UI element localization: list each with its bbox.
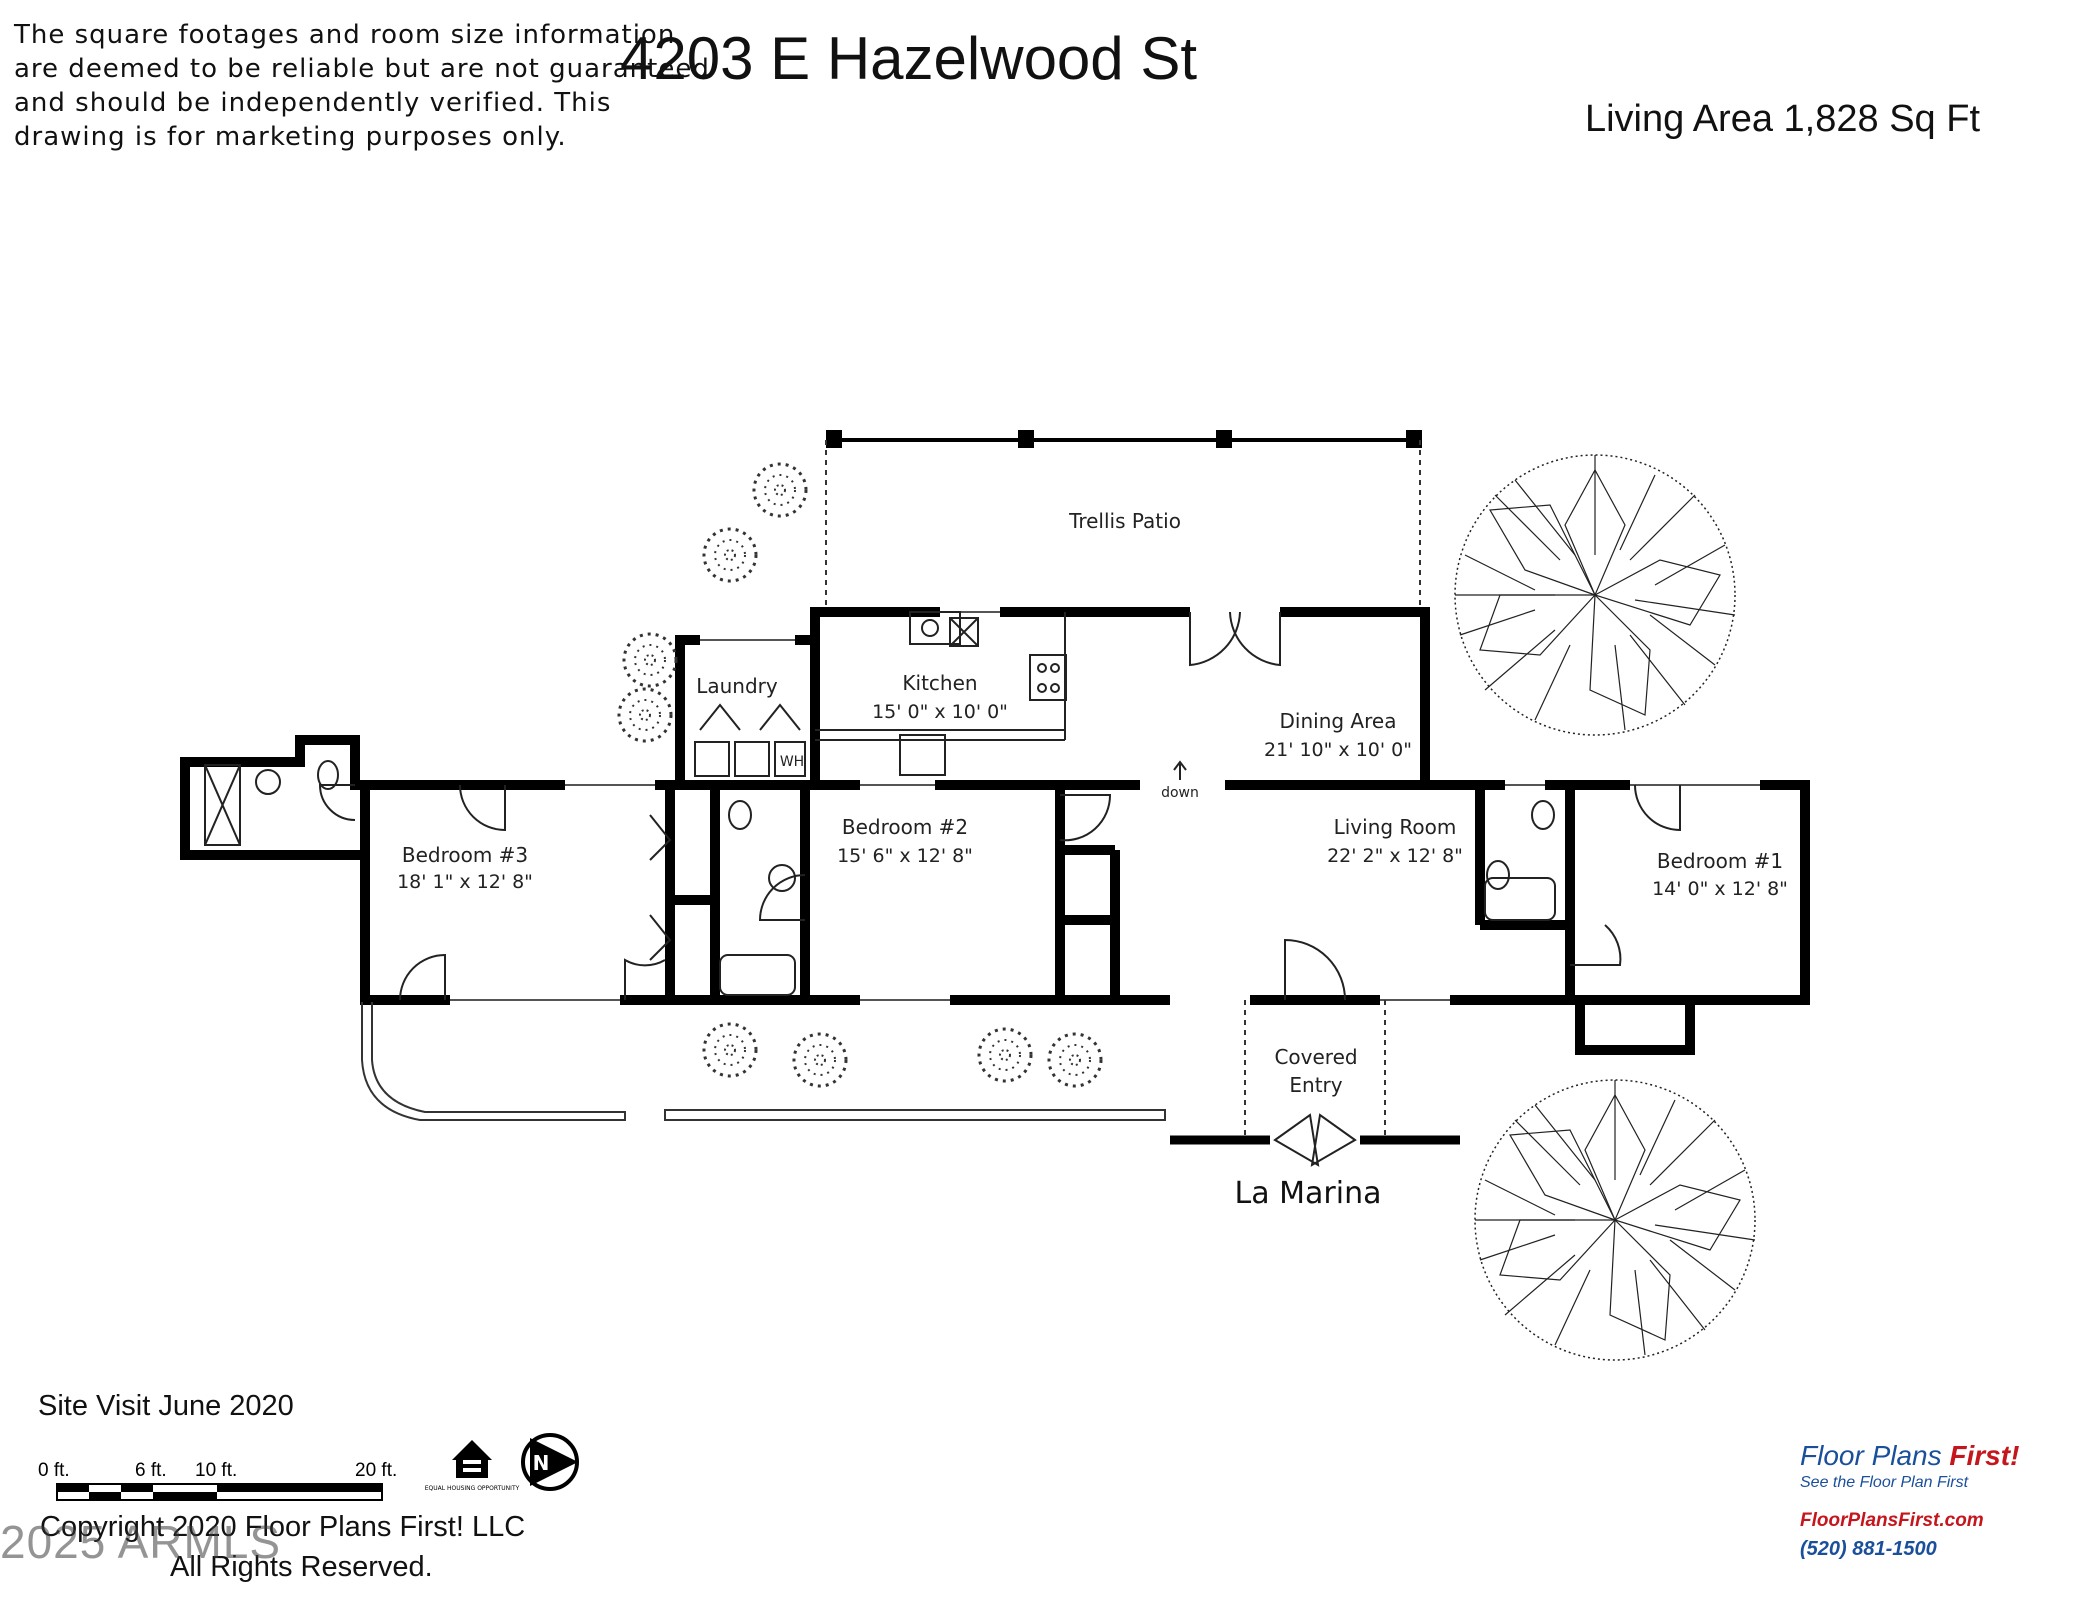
company-logo: Floor Plans First! See the Floor Plan Fi… [1800,1440,2070,1561]
room-name: Entry [1289,1073,1342,1097]
exterior-walls [180,607,1810,1055]
room-name: Bedroom #2 [842,815,968,839]
covered-entry [1170,1000,1460,1167]
copyright-line: Copyright 2020 Floor Plans First! LLC [40,1511,526,1543]
room-size: 15' 6" x 12' 8" [837,845,973,867]
fixtures [204,611,1556,996]
room-name: Laundry [696,674,778,698]
disclaimer-line: drawing is for marketing purposes only. [14,122,567,152]
room-name: Living Room [1334,815,1457,839]
logo-url: FloorPlansFirst.com [1800,1510,1984,1531]
disclaimer-line: The square footages and room size inform… [14,20,676,50]
room-name: Trellis Patio [1068,509,1181,533]
room-size: 21' 10" x 10' 0" [1264,739,1412,761]
water-heater-label: WH [780,754,804,770]
door-swings [318,611,1681,1001]
street-name: La Marina [1235,1176,1382,1211]
trellis-patio [825,430,1422,610]
down-arrow: down [1161,760,1199,801]
disclaimer-line: and should be independently verified. Th… [14,88,612,118]
living-area: Living Area 1,828 Sq Ft [1584,98,1980,140]
room-size: 14' 0" x 12' 8" [1652,878,1788,900]
logo-tagline: See the Floor Plan First [1800,1474,1969,1491]
room-name: Bedroom #3 [402,843,528,867]
scale-label: 0 ft. [38,1460,70,1481]
scale-label: 20 ft. [355,1460,397,1481]
room-name: Bedroom #1 [1657,849,1783,873]
copyright-line: All Rights Reserved. [170,1551,433,1583]
logo-brand-a: Floor Plans [1800,1440,1950,1471]
openings [450,606,1760,1006]
room-name: Covered [1274,1045,1357,1069]
equal-housing-label: EQUAL HOUSING OPPORTUNITY [425,1485,520,1492]
disclaimer-line: are deemed to be reliable but are not gu… [14,54,710,84]
equal-housing-icon: EQUAL HOUSING OPPORTUNITY [425,1440,520,1492]
north-arrow-icon: N [521,1433,579,1491]
watermark: 2025 ARMLS [0,1516,282,1568]
site-visit: Site Visit June 2020 [38,1390,294,1422]
room-size: 18' 1" x 12' 8" [397,871,533,893]
tree-icon [1474,1079,1756,1361]
copyright: Copyright 2020 Floor Plans First! LLC Al… [40,1507,525,1587]
room-name: Dining Area [1280,709,1397,733]
landscaping [617,454,1756,1361]
down-label: down [1161,785,1199,801]
room-size: 22' 2" x 12' 8" [1327,845,1463,867]
tree-icon [1454,454,1736,736]
scale-label: 10 ft. [195,1460,237,1481]
disclaimer: The square footages and room size inform… [14,18,710,154]
scale-label: 6 ft. [135,1460,167,1481]
walkway [361,1002,1166,1121]
room-size: 15' 0" x 10' 0" [872,701,1008,723]
room-name: Kitchen [902,671,977,695]
north-label: N [533,1451,550,1475]
logo-phone: (520) 881-1500 [1800,1538,1937,1560]
logo-brand: Floor Plans First! [1800,1440,2070,1472]
page-title: 4203 E Hazelwood St [620,25,1198,92]
scale-bar: 0 ft. 6 ft. 10 ft. 20 ft. [38,1460,397,1501]
logo-brand-b: First! [1949,1440,2020,1471]
